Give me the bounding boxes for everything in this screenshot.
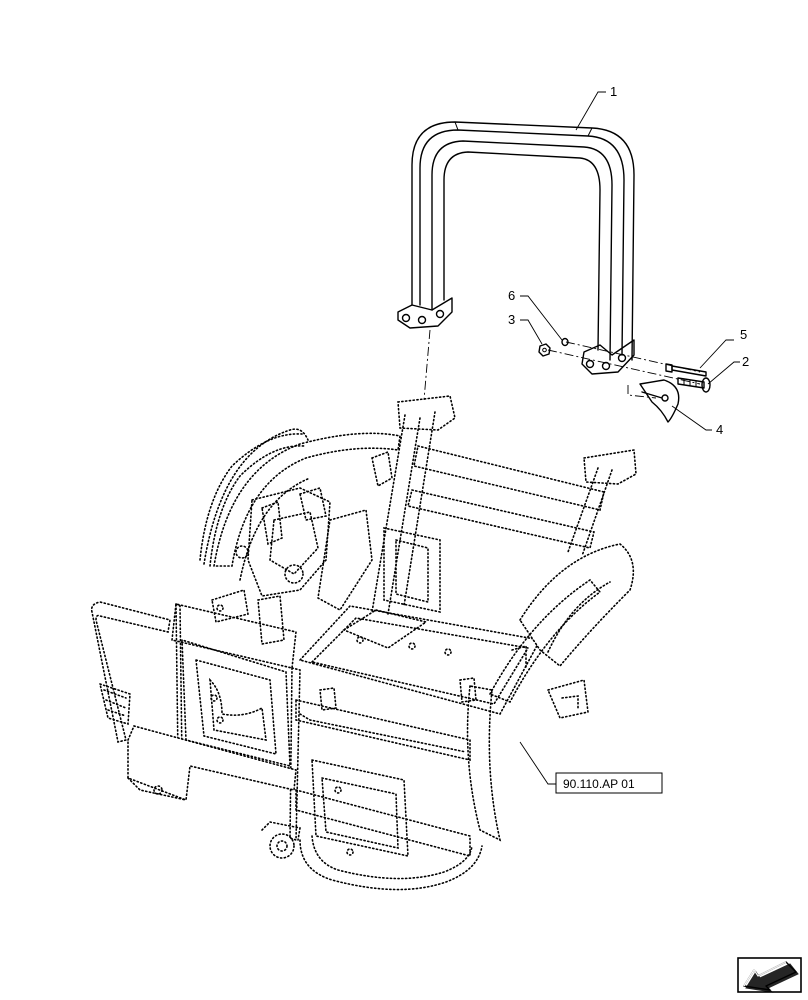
callout-6: 6: [508, 288, 563, 341]
svg-text:6: 6: [508, 288, 515, 303]
navigation-arrow-icon[interactable]: [737, 957, 802, 993]
bolt-part-2: [677, 377, 711, 393]
callout-4: 4: [671, 405, 723, 437]
clip-part-4: [639, 379, 680, 423]
reference-callout: 90.110.AP 01: [519, 741, 663, 794]
callout-5: 5: [699, 327, 747, 369]
svg-text:3: 3: [508, 312, 515, 327]
chassis-frame: [90, 395, 637, 891]
hardware-parts: [538, 337, 711, 423]
nut-part-3: [538, 343, 551, 357]
svg-text:1: 1: [610, 84, 617, 99]
svg-text:90.110.AP 01: 90.110.AP 01: [563, 777, 635, 791]
svg-text:2: 2: [742, 354, 749, 369]
svg-text:5: 5: [740, 327, 747, 342]
svg-text:4: 4: [716, 422, 723, 437]
callout-3: 3: [508, 312, 543, 345]
callout-1: 1: [575, 84, 617, 131]
roll-bar: [397, 121, 635, 375]
roll-bar-right-bracket: [581, 339, 635, 375]
bolt-part-5: [665, 363, 707, 377]
washer-part-6: [561, 337, 569, 347]
callout-2: 2: [707, 354, 749, 385]
roll-bar-left-bracket: [397, 297, 453, 329]
